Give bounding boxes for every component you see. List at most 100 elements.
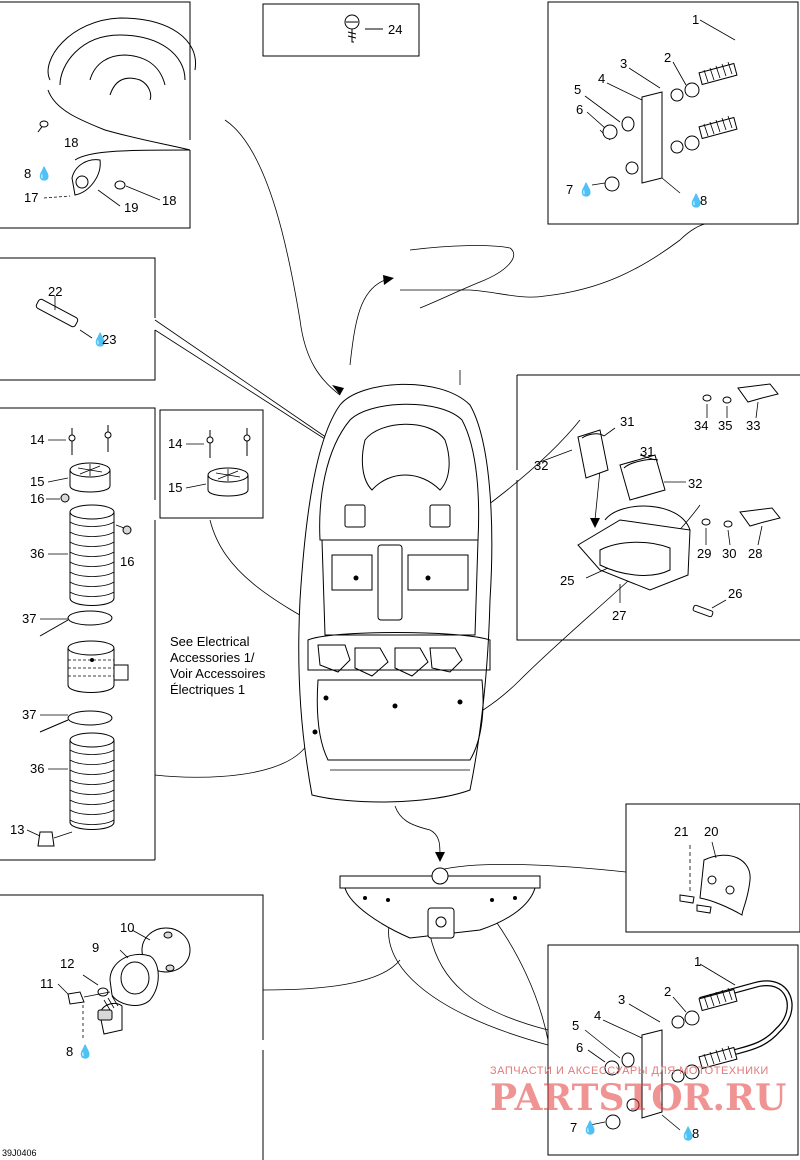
note-line: See Electrical (170, 634, 250, 649)
seat-front-assembly (37, 17, 197, 196)
callout: 14 (30, 432, 44, 447)
watermark: ЗАПЧАСТИ И АКСЕССУАРЫ ДЛЯ МОТОТЕХНИКИ PA… (490, 1065, 786, 1119)
callout: 23 (102, 332, 116, 347)
callout: 1 (692, 12, 699, 27)
hose-36-bottom (69, 732, 115, 830)
callout: 33 (746, 418, 760, 433)
callout: 36 (30, 546, 44, 561)
hose-36-top (69, 504, 115, 606)
callout: 27 (612, 608, 626, 623)
callout: 25 (560, 573, 574, 588)
callout: 4 (594, 1008, 601, 1023)
callout: 2 (664, 50, 671, 65)
callout: 16 (30, 491, 44, 506)
rear-bracket (339, 867, 541, 939)
callout: 31 (640, 444, 654, 459)
tie-37-top (39, 610, 113, 637)
note-line: Accessories 1/ (170, 650, 255, 665)
callouts-rightmid: 31 32 31 32 34 35 33 29 30 28 25 27 26 (534, 401, 762, 623)
callout: 15 (168, 480, 182, 495)
cover-20 (679, 841, 751, 916)
callout: 34 (694, 418, 708, 433)
callout: 30 (722, 546, 736, 561)
drop-icon: 💧 (578, 182, 594, 197)
drop-icon: 💧 (582, 1120, 598, 1135)
callout: 18 (64, 135, 78, 150)
leader-lines (154, 119, 706, 1046)
callouts-inset: 14 15 (168, 436, 207, 495)
callout: 36 (30, 761, 44, 776)
callout: 17 (24, 190, 38, 205)
callout: 31 (620, 414, 634, 429)
callout: 3 (620, 56, 627, 71)
callout: 13 (10, 822, 24, 837)
callout: 24 (388, 22, 402, 37)
callout: 5 (574, 82, 581, 97)
callout: 6 (576, 102, 583, 117)
watermark-brand: PARTSTOR.RU (490, 1077, 786, 1119)
clamp-13 (37, 831, 73, 847)
callouts-topleft: 18 8 💧 17 19 18 (24, 135, 176, 215)
callout: 11 (40, 976, 54, 991)
u-handle-assembly-top (584, 19, 784, 194)
callout: 8 (66, 1044, 73, 1059)
drop-icon: 💧 (77, 1044, 93, 1059)
electrical-note: See Electrical Accessories 1/ Voir Acces… (170, 634, 266, 697)
drain-plug-assembly (67, 927, 191, 1040)
drop-icon: 💧 (36, 166, 52, 181)
screw-24 (344, 14, 383, 43)
callout: 18 (162, 193, 176, 208)
callout: 28 (748, 546, 762, 561)
callout: 32 (534, 458, 548, 473)
callouts-small: 21 20 (674, 824, 718, 839)
storage-tray-assembly (539, 383, 781, 618)
inset-frame (159, 409, 264, 519)
callout: 5 (572, 1018, 579, 1033)
callout: 37 (22, 707, 36, 722)
callout: 7 (570, 1120, 577, 1135)
callouts-bottomright: 1 2 3 4 5 6 7 💧 💧 8 (570, 954, 701, 1141)
callout: 8 (700, 193, 707, 208)
callout: 16 (120, 554, 134, 569)
callouts-rod: 22 💧 23 (48, 284, 116, 347)
callout: 19 (124, 200, 138, 215)
clip-16 (60, 493, 132, 535)
callout: 6 (576, 1040, 583, 1055)
callouts-topright: 1 2 3 4 5 6 7 💧 💧 8 (566, 12, 707, 208)
callout: 20 (704, 824, 718, 839)
small-frame (625, 803, 800, 933)
callout: 7 (566, 182, 573, 197)
callout: 10 (120, 920, 134, 935)
callout: 15 (30, 474, 44, 489)
callout: 32 (688, 476, 702, 491)
topright-frame (547, 1, 799, 225)
callout: 14 (168, 436, 182, 451)
vent-cover (67, 640, 129, 693)
callout: 3 (618, 992, 625, 1007)
rod-22 (35, 296, 93, 339)
left-column-parts (37, 425, 132, 847)
callout: 4 (598, 71, 605, 86)
callout: 21 (674, 824, 688, 839)
callout: 8 (692, 1126, 699, 1141)
callout: 22 (48, 284, 62, 299)
tie-37-bottom (39, 710, 113, 733)
watermark-tagline: ЗАПЧАСТИ И АКСЕССУАРЫ ДЛЯ МОТОТЕХНИКИ (490, 1065, 769, 1077)
drop-icon: 💧 (680, 1126, 696, 1141)
bottomright-frame (547, 944, 799, 1156)
callout: 12 (60, 956, 74, 971)
callout: 26 (728, 586, 742, 601)
screw-frame (262, 3, 420, 57)
note-line: Électriques 1 (170, 682, 245, 697)
main-hull (298, 383, 493, 803)
callout: 2 (664, 984, 671, 999)
callout: 8 (24, 166, 31, 181)
callout: 29 (697, 546, 711, 561)
inset-vent (206, 428, 251, 497)
note-line: Voir Accessoires (170, 666, 266, 681)
callouts-column: 14 15 16 36 16 37 37 36 13 (10, 432, 134, 837)
callout: 1 (694, 954, 701, 969)
drop-icon: 💧 (92, 332, 108, 347)
